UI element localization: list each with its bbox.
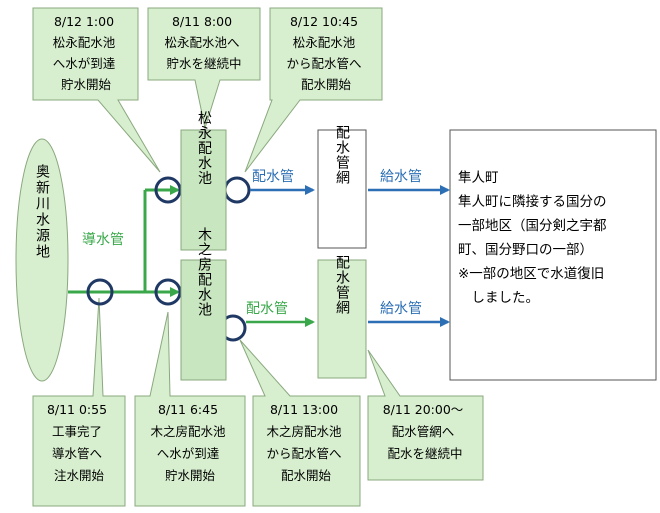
callout-top-2: 8/11 8:00 松永配水池へ 貯水を継続中 bbox=[147, 7, 261, 130]
service-area-line-7: しました。 bbox=[458, 290, 539, 306]
callout-bottom-1-line-2: 工事完了 bbox=[52, 424, 102, 439]
callout-top-1-line-4: 貯水開始 bbox=[61, 77, 112, 92]
callout-bottom-4-line-1: 8/11 20:00～ bbox=[383, 402, 464, 417]
callout-top-1-line-3: へ水が到達 bbox=[53, 56, 116, 71]
service-area: 隼人町 隼人町に隣接する国分の 一部地区（国分剣之宇都 町、国分野口の一部） ※… bbox=[449, 129, 657, 381]
callout-bottom-3: 8/11 13:00 木之房配水池 から配水管へ 配水開始 bbox=[239, 339, 361, 507]
callout-top-1: 8/12 1:00 松永配水池 へ水が到達 貯水開始 bbox=[32, 7, 161, 173]
distribution-pipe-bottom: 配水管 bbox=[246, 301, 315, 327]
callout-bottom-1: 8/11 0:55 工事完了 導水管へ 注水開始 bbox=[32, 297, 126, 507]
distribution-pipe-top: 配水管 bbox=[250, 169, 315, 195]
callout-bottom-2-line-2: 木之房配水池 bbox=[151, 424, 227, 439]
callout-bottom-4-line-3: 配水を継続中 bbox=[387, 446, 462, 461]
callout-bottom-4-line-2: 配水管網へ bbox=[392, 424, 455, 439]
callout-bottom-3-line-2: 木之房配水池 bbox=[267, 424, 343, 439]
supply-pipe-bottom-label: 給水管 bbox=[380, 301, 422, 317]
callout-bottom-2-line-3: へ水が到達 bbox=[157, 446, 220, 461]
service-area-line-3: 一部地区（国分剣之宇都 bbox=[458, 218, 607, 234]
callout-bottom-1-line-3: 導水管へ bbox=[52, 446, 102, 461]
svg-text:隼人町 隼人町に隣接する国分の 一部: 隼人町 隼人町に隣接する国分の 一部地区（国分剣之宇都 町、国分野口の一部） ※… bbox=[458, 170, 611, 306]
callout-bottom-2: 8/11 6:45 木之房配水池 へ水が到達 貯水開始 bbox=[134, 311, 246, 507]
svg-text:8/11 6:45 木之房配水池: 8/11 6:45 木之房配水池 へ水が到達 貯水開始 bbox=[151, 402, 230, 483]
node-intake bbox=[86, 278, 114, 306]
node-matsunaga-out bbox=[223, 176, 251, 204]
node-kinoshitabo-in bbox=[154, 278, 182, 306]
source-label: 奥新川水源地 bbox=[34, 163, 50, 260]
callout-top-2-line-1: 8/11 8:00 bbox=[172, 14, 232, 29]
svg-text:8/11 13:00 木之房配水池: 8/11 13:00 木之房配水池 から配水管へ 配水開始 bbox=[267, 402, 346, 483]
svg-text:8/11 8:00 松永配水池へ: 8/11 8:00 松永配水池へ 貯水を継続中 bbox=[165, 14, 244, 71]
service-area-line-1: 隼人町 bbox=[458, 170, 499, 186]
callout-top-1-line-2: 松永配水池 bbox=[53, 35, 116, 50]
callout-bottom-3-line-3: から配水管へ bbox=[267, 446, 342, 461]
supply-pipe-bottom: 給水管 bbox=[368, 301, 450, 327]
svg-text:8/11 20:00～ 配水管網へ: 8/11 20:00～ 配水管網へ 配水を継続中 bbox=[383, 402, 468, 461]
callout-bottom-1-line-4: 注水開始 bbox=[54, 468, 105, 483]
callout-bottom-1-line-1: 8/11 0:55 bbox=[47, 402, 107, 417]
intake-pipe: 導水管 bbox=[68, 185, 180, 297]
callout-top-1-line-1: 8/12 1:00 bbox=[54, 14, 114, 29]
callout-bottom-4: 8/11 20:00～ 配水管網へ 配水を継続中 bbox=[367, 349, 484, 481]
callout-top-3-line-3: から配水管へ bbox=[287, 56, 362, 71]
callout-top-2-line-3: 貯水を継続中 bbox=[166, 56, 241, 71]
callout-top-2-line-2: 松永配水池へ bbox=[165, 35, 240, 50]
callout-bottom-2-line-4: 貯水開始 bbox=[165, 468, 216, 483]
callout-top-3-line-4: 配水開始 bbox=[301, 77, 352, 92]
callout-top-3-line-1: 8/12 10:45 bbox=[290, 14, 358, 29]
callout-bottom-3-line-4: 配水開始 bbox=[281, 468, 332, 483]
callout-bottom-3-line-1: 8/11 13:00 bbox=[270, 402, 338, 417]
reservoir-matsunaga-label: 松永配水池 bbox=[196, 111, 212, 186]
svg-text:8/11 0:55 工事完了 導水: 8/11 0:55 工事完了 導水管へ 注水開始 bbox=[47, 402, 111, 483]
supply-pipe-top: 給水管 bbox=[368, 169, 450, 195]
svg-text:8/12 10:45 松永配水池: 8/12 10:45 松永配水池 から配水管へ 配水開始 bbox=[287, 14, 366, 92]
network-top-label: 配水管網 bbox=[334, 125, 350, 185]
reservoir-kinoshitabo-label: 木之房配水池 bbox=[196, 227, 212, 317]
callout-top-3-line-2: 松永配水池 bbox=[293, 35, 356, 50]
distribution-pipe-top-label: 配水管 bbox=[252, 169, 294, 185]
reservoir-matsunaga: 松永配水池 bbox=[180, 111, 227, 251]
node-matsunaga-in bbox=[154, 176, 182, 204]
network-top: 配水管網 bbox=[317, 125, 367, 249]
distribution-pipe-bottom-label: 配水管 bbox=[246, 301, 288, 317]
intake-pipe-label: 導水管 bbox=[82, 232, 124, 248]
supply-pipe-top-label: 給水管 bbox=[380, 169, 422, 185]
network-bottom: 配水管網 bbox=[317, 255, 367, 379]
service-area-line-2: 隼人町に隣接する国分の bbox=[458, 193, 607, 210]
service-area-line-4: 町、国分野口の一部） bbox=[458, 242, 593, 258]
reservoir-kinoshitabo: 木之房配水池 bbox=[180, 227, 227, 381]
callout-bottom-2-line-1: 8/11 6:45 bbox=[158, 402, 218, 417]
service-area-line-6: ※一部の地区で水道復旧 bbox=[458, 265, 604, 282]
network-bottom-label: 配水管網 bbox=[334, 255, 350, 315]
svg-text:8/12 1:00 松永配水池 へ: 8/12 1:00 松永配水池 へ水が到達 貯水開始 bbox=[53, 14, 120, 92]
source-water: 奥新川水源地 bbox=[15, 138, 69, 382]
callout-top-3: 8/12 10:45 松永配水池 から配水管へ 配水開始 bbox=[244, 7, 383, 173]
